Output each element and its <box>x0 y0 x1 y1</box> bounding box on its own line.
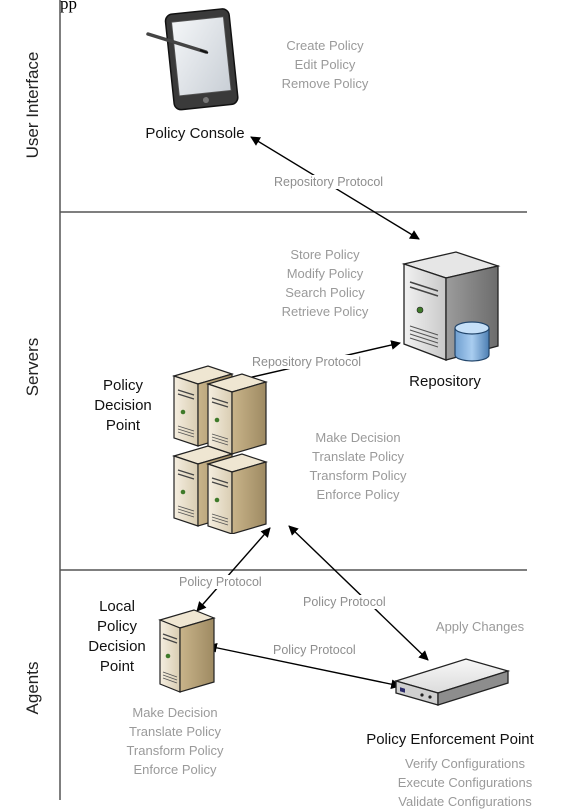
local-pdp-label-line-1: Local <box>99 598 135 615</box>
policy-console-label: Policy Console <box>145 125 245 142</box>
action-remove-policy: Remove Policy <box>281 76 369 91</box>
server-cluster-icon <box>171 365 267 534</box>
pdp-action-translate-policy: Translate Policy <box>312 449 404 464</box>
action-store-policy: Store Policy <box>290 247 360 262</box>
connector-pdp-local <box>196 527 271 612</box>
protocol-label-repo-pdp: Repository Protocol <box>250 355 364 369</box>
pdp-action-enforce-policy: Enforce Policy <box>316 487 400 502</box>
local-server-icon <box>158 609 216 693</box>
connector-pdp-pep <box>288 525 429 661</box>
action-edit-policy: Edit Policy <box>294 57 356 72</box>
action-create-policy: Create Policy <box>286 38 364 53</box>
pep-top-action: Apply Changes <box>435 619 525 634</box>
pdp-label: Policy Decision Point <box>68 376 178 436</box>
pdp-label-line-1: Policy <box>102 377 143 394</box>
local-pdp-label: Local Policy Decision Point <box>72 597 162 677</box>
action-modify-policy: Modify Policy <box>286 266 364 281</box>
pdp-label-line-2: Decision <box>94 397 152 414</box>
lane-label-user-interface: User Interface <box>23 51 42 159</box>
tablet-icon <box>146 8 239 111</box>
local-pdp-label-line-4: Point <box>99 658 135 675</box>
lane-label-agents: Agents <box>23 661 42 715</box>
local-pdp-actions: Make Decision Translate Policy Transform… <box>95 703 255 779</box>
repository-label: Repository <box>409 373 481 390</box>
pdp-label-line-3: Point <box>105 417 141 434</box>
pdp-actions: Make Decision Translate Policy Transform… <box>278 428 438 504</box>
local-pdp-label-line-3: Decision <box>88 638 146 655</box>
protocol-label-pdp-pep: Policy Protocol <box>301 595 388 609</box>
network-appliance-icon <box>393 658 511 706</box>
protocol-label-local-pep: Policy Protocol <box>271 643 358 657</box>
pep-actions: Verify Configurations Execute Configurat… <box>370 754 560 811</box>
action-search-policy: Search Policy <box>285 285 365 300</box>
local-action-make-decision: Make Decision <box>132 705 218 720</box>
pdp-action-transform-policy: Transform Policy <box>309 468 407 483</box>
caption-fragment: pp <box>60 0 77 13</box>
repository-actions: Store Policy Modify Policy Search Policy… <box>245 245 405 321</box>
pep-action-execute: Execute Configurations <box>397 775 533 790</box>
pep-action-validate: Validate Configurations <box>398 794 532 809</box>
server-icon <box>401 251 501 362</box>
lane-label-servers: Servers <box>23 337 42 397</box>
local-action-translate-policy: Translate Policy <box>129 724 221 739</box>
protocol-label-console-repo: Repository Protocol <box>272 175 386 189</box>
local-action-enforce-policy: Enforce Policy <box>133 762 217 777</box>
action-retrieve-policy: Retrieve Policy <box>281 304 369 319</box>
local-pdp-label-line-2: Policy <box>96 618 137 635</box>
pep-label: Policy Enforcement Point <box>366 731 534 748</box>
pep-action-verify: Verify Configurations <box>405 756 525 771</box>
connector-local-pep <box>207 643 401 689</box>
protocol-label-pdp-local: Policy Protocol <box>177 575 264 589</box>
pdp-action-make-decision: Make Decision <box>315 430 401 445</box>
local-action-transform-policy: Transform Policy <box>126 743 224 758</box>
policy-console-actions: Create Policy Edit Policy Remove Policy <box>245 36 405 93</box>
